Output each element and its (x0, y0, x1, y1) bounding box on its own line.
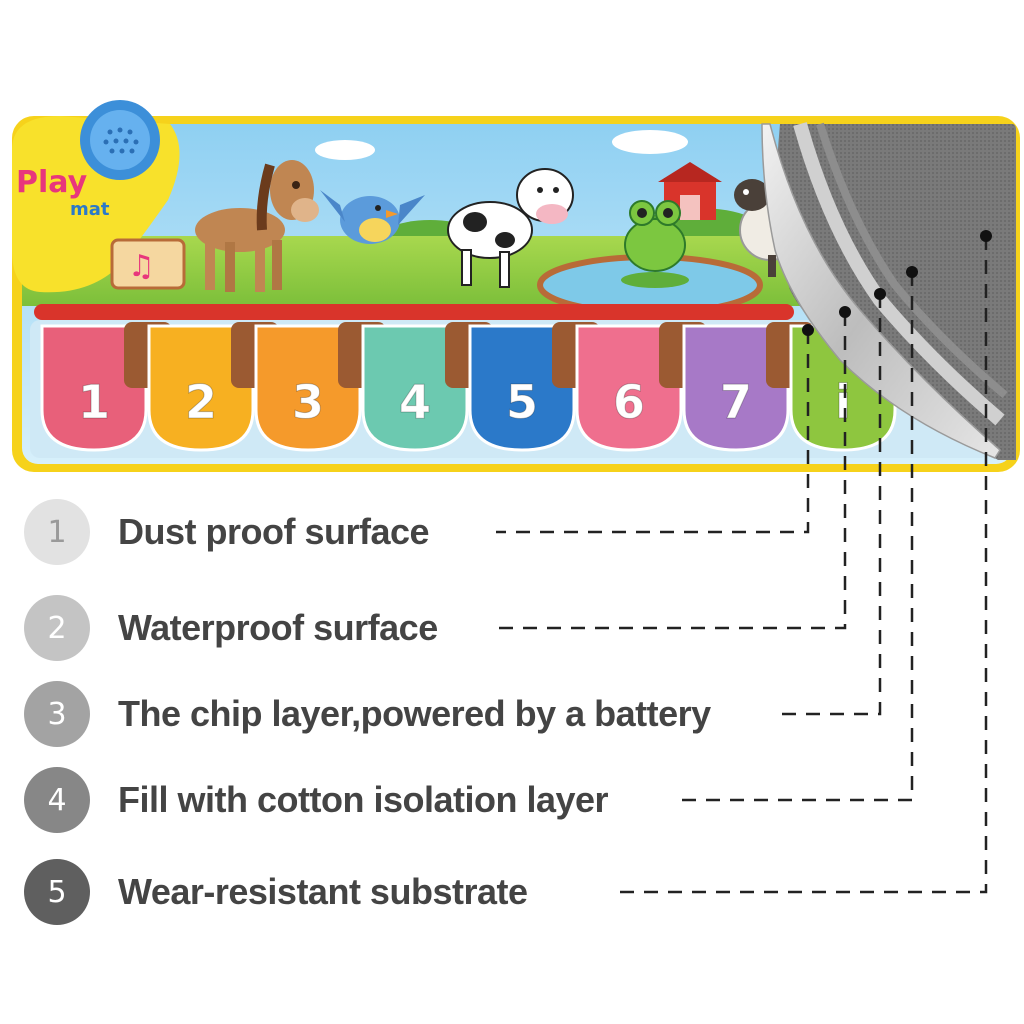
piano-key: 6 (575, 324, 683, 452)
layer-row: 3 The chip layer,powered by a battery (24, 680, 711, 748)
layer-label: Dust proof surface (118, 511, 430, 552)
leader-dots (802, 230, 992, 336)
piano-key-label: 4 (399, 375, 431, 429)
layer-label: Wear-resistant substrate (118, 871, 528, 912)
frog-icon (621, 200, 689, 288)
layer-label: Fill with cotton isolation layer (118, 779, 609, 820)
piano-key-label: i (835, 375, 851, 429)
piano-key: 2 (147, 324, 255, 452)
playmat: Play mat ♫ (12, 100, 1020, 472)
piano-key: 4 (361, 324, 469, 452)
layer-row: 5 Wear-resistant substrate (24, 858, 528, 926)
layer-label: The chip layer,powered by a battery (118, 693, 711, 734)
piano-key-label: 7 (720, 375, 752, 429)
music-notes-icon: ♫ (110, 238, 186, 290)
bird-icon (320, 190, 425, 244)
layer-row: 2 Waterproof surface (24, 594, 438, 662)
layer-number-badge: 3 (24, 681, 90, 747)
horse-icon (195, 160, 319, 292)
speaker-icon (80, 100, 160, 180)
layer-number-badge: 4 (24, 767, 90, 833)
cow-icon (447, 168, 574, 288)
layer-row: 1 Dust proof surface (24, 498, 430, 566)
piano-key-label: 1 (78, 375, 110, 429)
piano-key: 3 (254, 324, 362, 452)
piano-key: 1 (40, 324, 148, 452)
piano-key-label: 6 (613, 375, 645, 429)
svg-text:♫: ♫ (128, 249, 155, 284)
piano-key: 7 (682, 324, 790, 452)
leader-lines (496, 236, 988, 894)
piano-key-label: 5 (506, 375, 538, 429)
layer-label: Waterproof surface (118, 607, 438, 648)
layer-number-badge: 1 (24, 499, 90, 565)
layer-row: 4 Fill with cotton isolation layer (24, 766, 609, 834)
piano-keys: 1 2 3 4 5 6 7 i (40, 322, 921, 452)
piano-key-label: 3 (292, 375, 324, 429)
piano-key: 5 (468, 324, 576, 452)
layer-number-badge: 5 (24, 859, 90, 925)
layer-number-badge: 2 (24, 595, 90, 661)
logo-play: Play (16, 165, 88, 200)
logo-mat: mat (70, 199, 110, 220)
piano-key-label: 2 (185, 375, 217, 429)
